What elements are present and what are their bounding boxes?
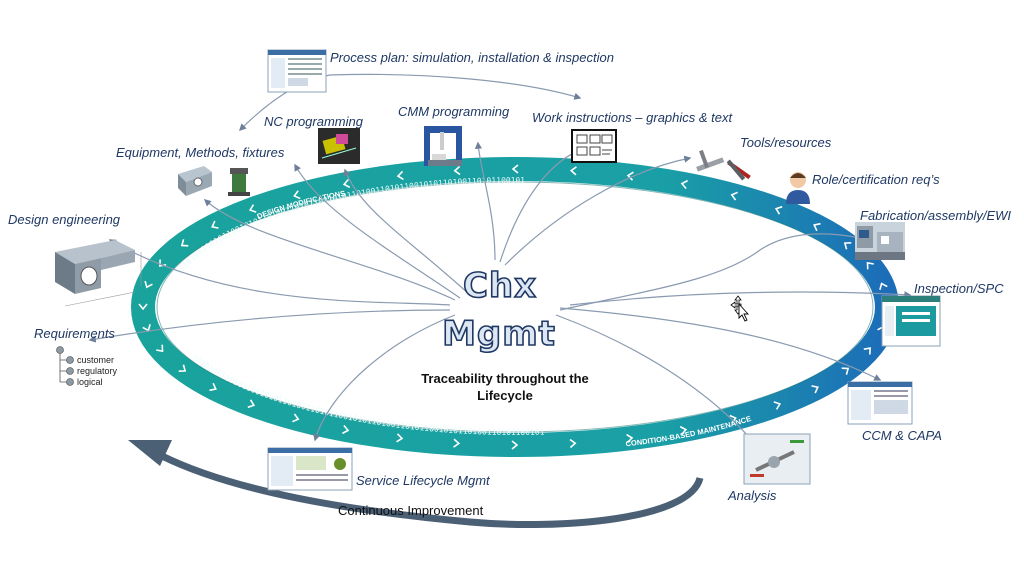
label-equipment: Equipment, Methods, fixtures xyxy=(116,145,285,160)
ring-chevrons xyxy=(138,164,892,450)
equipment-fixture-icon xyxy=(178,166,250,196)
service-lifecycle-icon xyxy=(267,447,353,491)
ring-chevron xyxy=(774,205,783,215)
label-role-cert: Role/certification req’s xyxy=(812,172,940,187)
continuous-improvement-arrow xyxy=(158,451,704,528)
ring-chevron xyxy=(511,440,519,450)
ring-chevron xyxy=(144,280,153,289)
ring-chevron xyxy=(180,239,189,247)
label-nc-programming: NC programming xyxy=(264,114,363,129)
center-title-mgmt: Mgmt xyxy=(441,313,556,355)
ring-chevron xyxy=(680,179,688,190)
ring-chevron xyxy=(342,178,351,189)
process-plan-icon xyxy=(267,49,327,93)
ring-chevron xyxy=(813,222,821,232)
subtitle-line1: Traceability throughout the xyxy=(421,371,589,386)
nc-programming-icon xyxy=(318,128,360,164)
label-work-instructions: Work instructions – graphics & text xyxy=(532,110,733,125)
label-design-engineering: Design engineering xyxy=(8,212,121,227)
ring-chevron xyxy=(841,367,850,375)
label-requirements: Requirements xyxy=(34,326,115,341)
ring-chevron xyxy=(843,242,852,250)
continuous-improvement-label: Continuous Improvement xyxy=(338,503,484,518)
ring-chevron xyxy=(511,164,519,174)
ring-chevron xyxy=(396,170,404,181)
ring-chevron xyxy=(209,382,217,392)
subtitle-line2: Lifecycle xyxy=(477,388,533,403)
ring-chevron xyxy=(866,261,874,270)
analysis-icon xyxy=(743,433,811,485)
ring-chevron xyxy=(730,191,738,201)
ring-chevron xyxy=(569,166,577,176)
cmm-machine-icon xyxy=(424,126,462,166)
ring-chevron xyxy=(138,303,148,311)
requirement-customer: customer xyxy=(77,355,115,365)
ring-chevron xyxy=(248,204,257,213)
requirements-tree xyxy=(59,352,68,383)
ring-chevron xyxy=(679,425,688,436)
label-analysis: Analysis xyxy=(728,488,777,503)
fabrication-photo-icon xyxy=(855,222,905,260)
tools-icon xyxy=(696,149,751,181)
label-service-lifecycle: Service Lifecycle Mgmt xyxy=(356,473,490,488)
requirement-logical: logical xyxy=(77,377,103,387)
ring-chevron xyxy=(178,364,187,372)
ring-chevron xyxy=(247,399,256,409)
label-inspection-spc: Inspection/SPC xyxy=(914,281,1004,296)
move-cursor-icon xyxy=(730,295,750,322)
ring-chevron xyxy=(142,324,151,332)
ring-chevron xyxy=(342,424,350,435)
ring-chevron xyxy=(211,220,219,229)
continuous-improvement-arrowhead xyxy=(128,440,172,466)
ring-chevron xyxy=(292,413,300,423)
ring-chevron xyxy=(626,433,634,444)
label-cmm-programming: CMM programming xyxy=(398,104,510,119)
inspection-spc-icon xyxy=(881,295,941,347)
design-engineering-icon xyxy=(55,240,142,307)
center-title-chx: Chx xyxy=(462,265,538,307)
ring-chevron xyxy=(453,165,461,176)
ring-chevron xyxy=(396,433,404,443)
ccm-capa-icon xyxy=(847,381,913,425)
requirements-nodes xyxy=(56,346,74,386)
ring-chevron xyxy=(626,171,634,181)
ring-chevron xyxy=(156,344,164,353)
ring-chevron xyxy=(569,438,577,449)
ring-chevron xyxy=(293,190,301,200)
ring-chevron xyxy=(811,385,819,394)
label-ccm-capa: CCM & CAPA xyxy=(862,428,942,443)
ring-chevron xyxy=(879,282,888,290)
work-instructions-icon xyxy=(571,129,617,163)
ring-chevron xyxy=(863,347,871,355)
label-tools-resources: Tools/resources xyxy=(740,135,832,150)
label-fabrication: Fabrication/assembly/EWI xyxy=(860,208,1011,223)
ring-chevron xyxy=(453,438,461,448)
role-worker-icon xyxy=(786,172,810,204)
ring-inner-edge xyxy=(156,181,874,433)
ring-chevron xyxy=(773,401,782,410)
requirement-regulatory: regulatory xyxy=(77,366,118,376)
label-process-plan: Process plan: simulation, installation &… xyxy=(330,50,614,65)
